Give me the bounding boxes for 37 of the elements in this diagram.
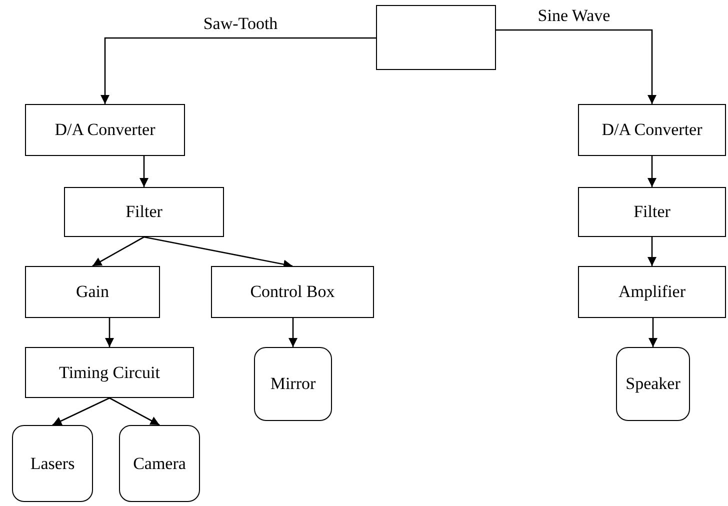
node-label: Mirror xyxy=(270,374,316,394)
node-label: Amplifier xyxy=(618,282,686,302)
process-box xyxy=(64,187,224,237)
node-label: D/A Converter xyxy=(602,120,702,140)
node-label: Control Box xyxy=(250,282,335,302)
arrow xyxy=(496,29,657,104)
process-box xyxy=(578,104,726,156)
rounded-box xyxy=(12,425,93,502)
arrow xyxy=(288,318,298,347)
process-box xyxy=(578,187,726,237)
process-box xyxy=(25,266,160,318)
arrow xyxy=(139,156,149,187)
arrow xyxy=(647,156,657,187)
empty-box xyxy=(376,5,496,70)
arrow xyxy=(109,397,160,426)
node-label: Speaker xyxy=(626,374,680,394)
node-label: Timing Circuit xyxy=(59,362,160,382)
process-box xyxy=(25,347,194,398)
arrow xyxy=(647,237,657,266)
rounded-box xyxy=(616,347,690,421)
arrow xyxy=(92,236,144,267)
rounded-box xyxy=(254,347,332,421)
node-label: Camera xyxy=(133,454,186,474)
node-label: Gain xyxy=(76,282,110,302)
rounded-box xyxy=(119,425,200,502)
node-label: Filter xyxy=(126,202,162,222)
node-label: Filter xyxy=(634,202,670,222)
process-box xyxy=(25,104,185,156)
arrow xyxy=(100,37,376,104)
node-label: Lasers xyxy=(30,454,75,474)
arrow xyxy=(52,397,110,426)
process-box xyxy=(578,266,726,318)
node-label: D/A Converter xyxy=(54,120,156,140)
arrow xyxy=(144,236,293,269)
arrow xyxy=(648,318,658,347)
arrow xyxy=(104,318,114,347)
process-box xyxy=(211,266,374,318)
